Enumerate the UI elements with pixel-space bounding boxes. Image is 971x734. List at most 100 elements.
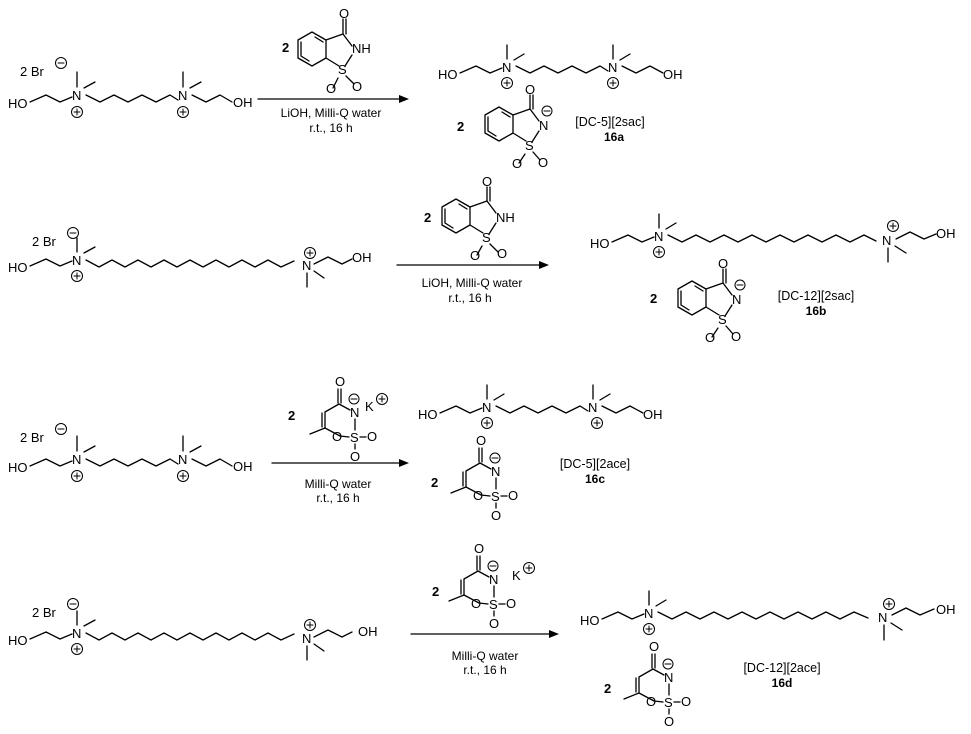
conditions-text: Milli-Q water — [305, 477, 372, 491]
product-16b-cation: HO N N OH — [590, 213, 956, 263]
equivalents-label: 2 — [432, 584, 439, 599]
reagent-acesulfame-k: 2 O N S O O O K — [432, 541, 535, 631]
reaction-16c: 2 Br HO N N OH 2 O N S O O — [8, 374, 663, 523]
nitrogen-label: N — [588, 400, 597, 415]
sulfur-label: S — [350, 430, 359, 445]
conditions-text: Milli-Q water — [452, 649, 519, 663]
potassium-label: K — [512, 568, 521, 583]
carbonyl-oxygen-label: O — [525, 82, 535, 97]
sulfonyl-oxygen-label: O — [352, 79, 362, 94]
equivalents-label: 2 — [431, 475, 438, 490]
reaction-16a: 2 Br HO N N OH 2 O NH S O O — [8, 6, 683, 171]
plus-charge-icon — [71, 270, 83, 282]
carbonyl-oxygen-label: O — [474, 541, 484, 556]
nitrogen-label: N — [654, 229, 663, 244]
ho-label: HO — [8, 96, 28, 111]
nitrogen-label: N — [644, 606, 653, 621]
product-16a-cation: HO N N OH — [438, 44, 683, 89]
nitrogen-label: N — [491, 464, 500, 479]
ho-label: HO — [8, 633, 28, 648]
minus-charge-icon — [67, 227, 79, 239]
plus-charge-icon — [304, 619, 316, 631]
conditions-text: LiOH, Milli-Q water — [281, 106, 382, 120]
plus-charge-icon — [304, 247, 316, 259]
carbonyl-oxygen-label: O — [476, 433, 486, 448]
arrow-head — [539, 261, 549, 269]
sulfonyl-oxygen-label: O — [497, 246, 507, 261]
ho-label: HO — [8, 260, 28, 275]
sulfur-label: S — [338, 62, 347, 77]
ho-label: HO — [580, 613, 600, 628]
product-16d-cation: HO N N OH — [580, 590, 956, 641]
reactant-dc12-dibromide: 2 Br HO N N OH — [8, 598, 378, 661]
reaction-16b: 2 Br HO N N OH 2 O NH S O O — [8, 174, 956, 345]
nitrogen-label: N — [72, 452, 81, 467]
compound-number: 16b — [806, 304, 827, 318]
nitrogen-label: N — [72, 253, 81, 268]
minus-charge-icon — [662, 658, 674, 670]
minus-charge-icon — [348, 393, 360, 405]
plus-charge-icon — [653, 246, 665, 258]
oh-label: OH — [233, 459, 253, 474]
minus-charge-icon — [487, 560, 499, 572]
conditions-text: LiOH, Milli-Q water — [422, 276, 523, 290]
conditions-text: r.t., 16 h — [316, 491, 359, 505]
ring-oxygen-label: O — [473, 488, 483, 503]
benzene-ring — [297, 31, 327, 67]
sulfonyl-oxygen-label: O — [681, 694, 691, 709]
nitrogen-label: N — [302, 258, 311, 273]
nitrogen-label: N — [732, 292, 741, 307]
minus-charge-icon — [541, 105, 553, 117]
nitrogen-label: N — [72, 88, 81, 103]
ring-oxygen-label: O — [471, 596, 481, 611]
plus-charge-icon — [71, 106, 83, 118]
sulfonyl-oxygen-label: O — [512, 156, 522, 171]
bromide-label: 2 Br — [32, 605, 57, 620]
nitrogen-label: N — [539, 118, 548, 133]
carbonyl-oxygen-label: O — [482, 174, 492, 189]
equivalents-label: 2 — [282, 40, 289, 55]
sulfonyl-oxygen-label: O — [664, 714, 674, 729]
equivalents-label: 2 — [650, 291, 657, 306]
sulfur-label: S — [664, 695, 673, 710]
potassium-label: K — [365, 399, 374, 414]
reactant-dc5-dibromide: 2 Br HO N N OH — [8, 423, 253, 482]
oh-label: OH — [358, 624, 378, 639]
oh-label: OH — [352, 250, 372, 265]
conditions-text: r.t., 16 h — [463, 663, 506, 677]
plus-charge-icon — [591, 417, 603, 429]
conditions-text: r.t., 16 h — [448, 291, 491, 305]
plus-charge-icon — [501, 77, 513, 89]
carbonyl-oxygen-label: O — [718, 256, 728, 271]
plus-charge-icon — [523, 562, 535, 574]
oh-label: OH — [233, 95, 253, 110]
reactant-dc12-dibromide: 2 Br HO N N OH — [8, 227, 372, 288]
ho-label: HO — [418, 407, 438, 422]
bromide-label: 2 Br — [20, 64, 45, 79]
sulfonyl-oxygen-label: O — [367, 429, 377, 444]
oh-label: OH — [663, 67, 683, 82]
plus-charge-icon — [71, 470, 83, 482]
nitrogen-label: N — [302, 631, 311, 646]
nh-label: NH — [496, 210, 515, 225]
arrow-head — [399, 95, 409, 103]
sulfur-label: S — [491, 489, 500, 504]
reagent-saccharin: 2 O NH S O O — [282, 6, 371, 96]
nitrogen-label: N — [608, 60, 617, 75]
nh-label: NH — [352, 41, 371, 56]
product-16c-cation: HO N N OH — [418, 384, 663, 429]
conditions-text: r.t., 16 h — [309, 121, 352, 135]
sulfonyl-oxygen-label: O — [506, 596, 516, 611]
oh-label: OH — [643, 407, 663, 422]
nitrogen-label: N — [72, 626, 81, 641]
nitrogen-label: N — [882, 233, 891, 248]
ho-label: HO — [8, 460, 28, 475]
arrow-head — [549, 630, 559, 638]
reaction-16d: 2 Br HO N N OH 2 O N S O O — [8, 541, 956, 729]
minus-charge-icon — [489, 452, 501, 464]
carbonyl-oxygen-label: O — [335, 374, 345, 389]
compound-number: 16d — [772, 676, 793, 690]
product-16c-anion: 2 O N S O O O — [431, 433, 518, 523]
ho-label: HO — [590, 236, 610, 251]
